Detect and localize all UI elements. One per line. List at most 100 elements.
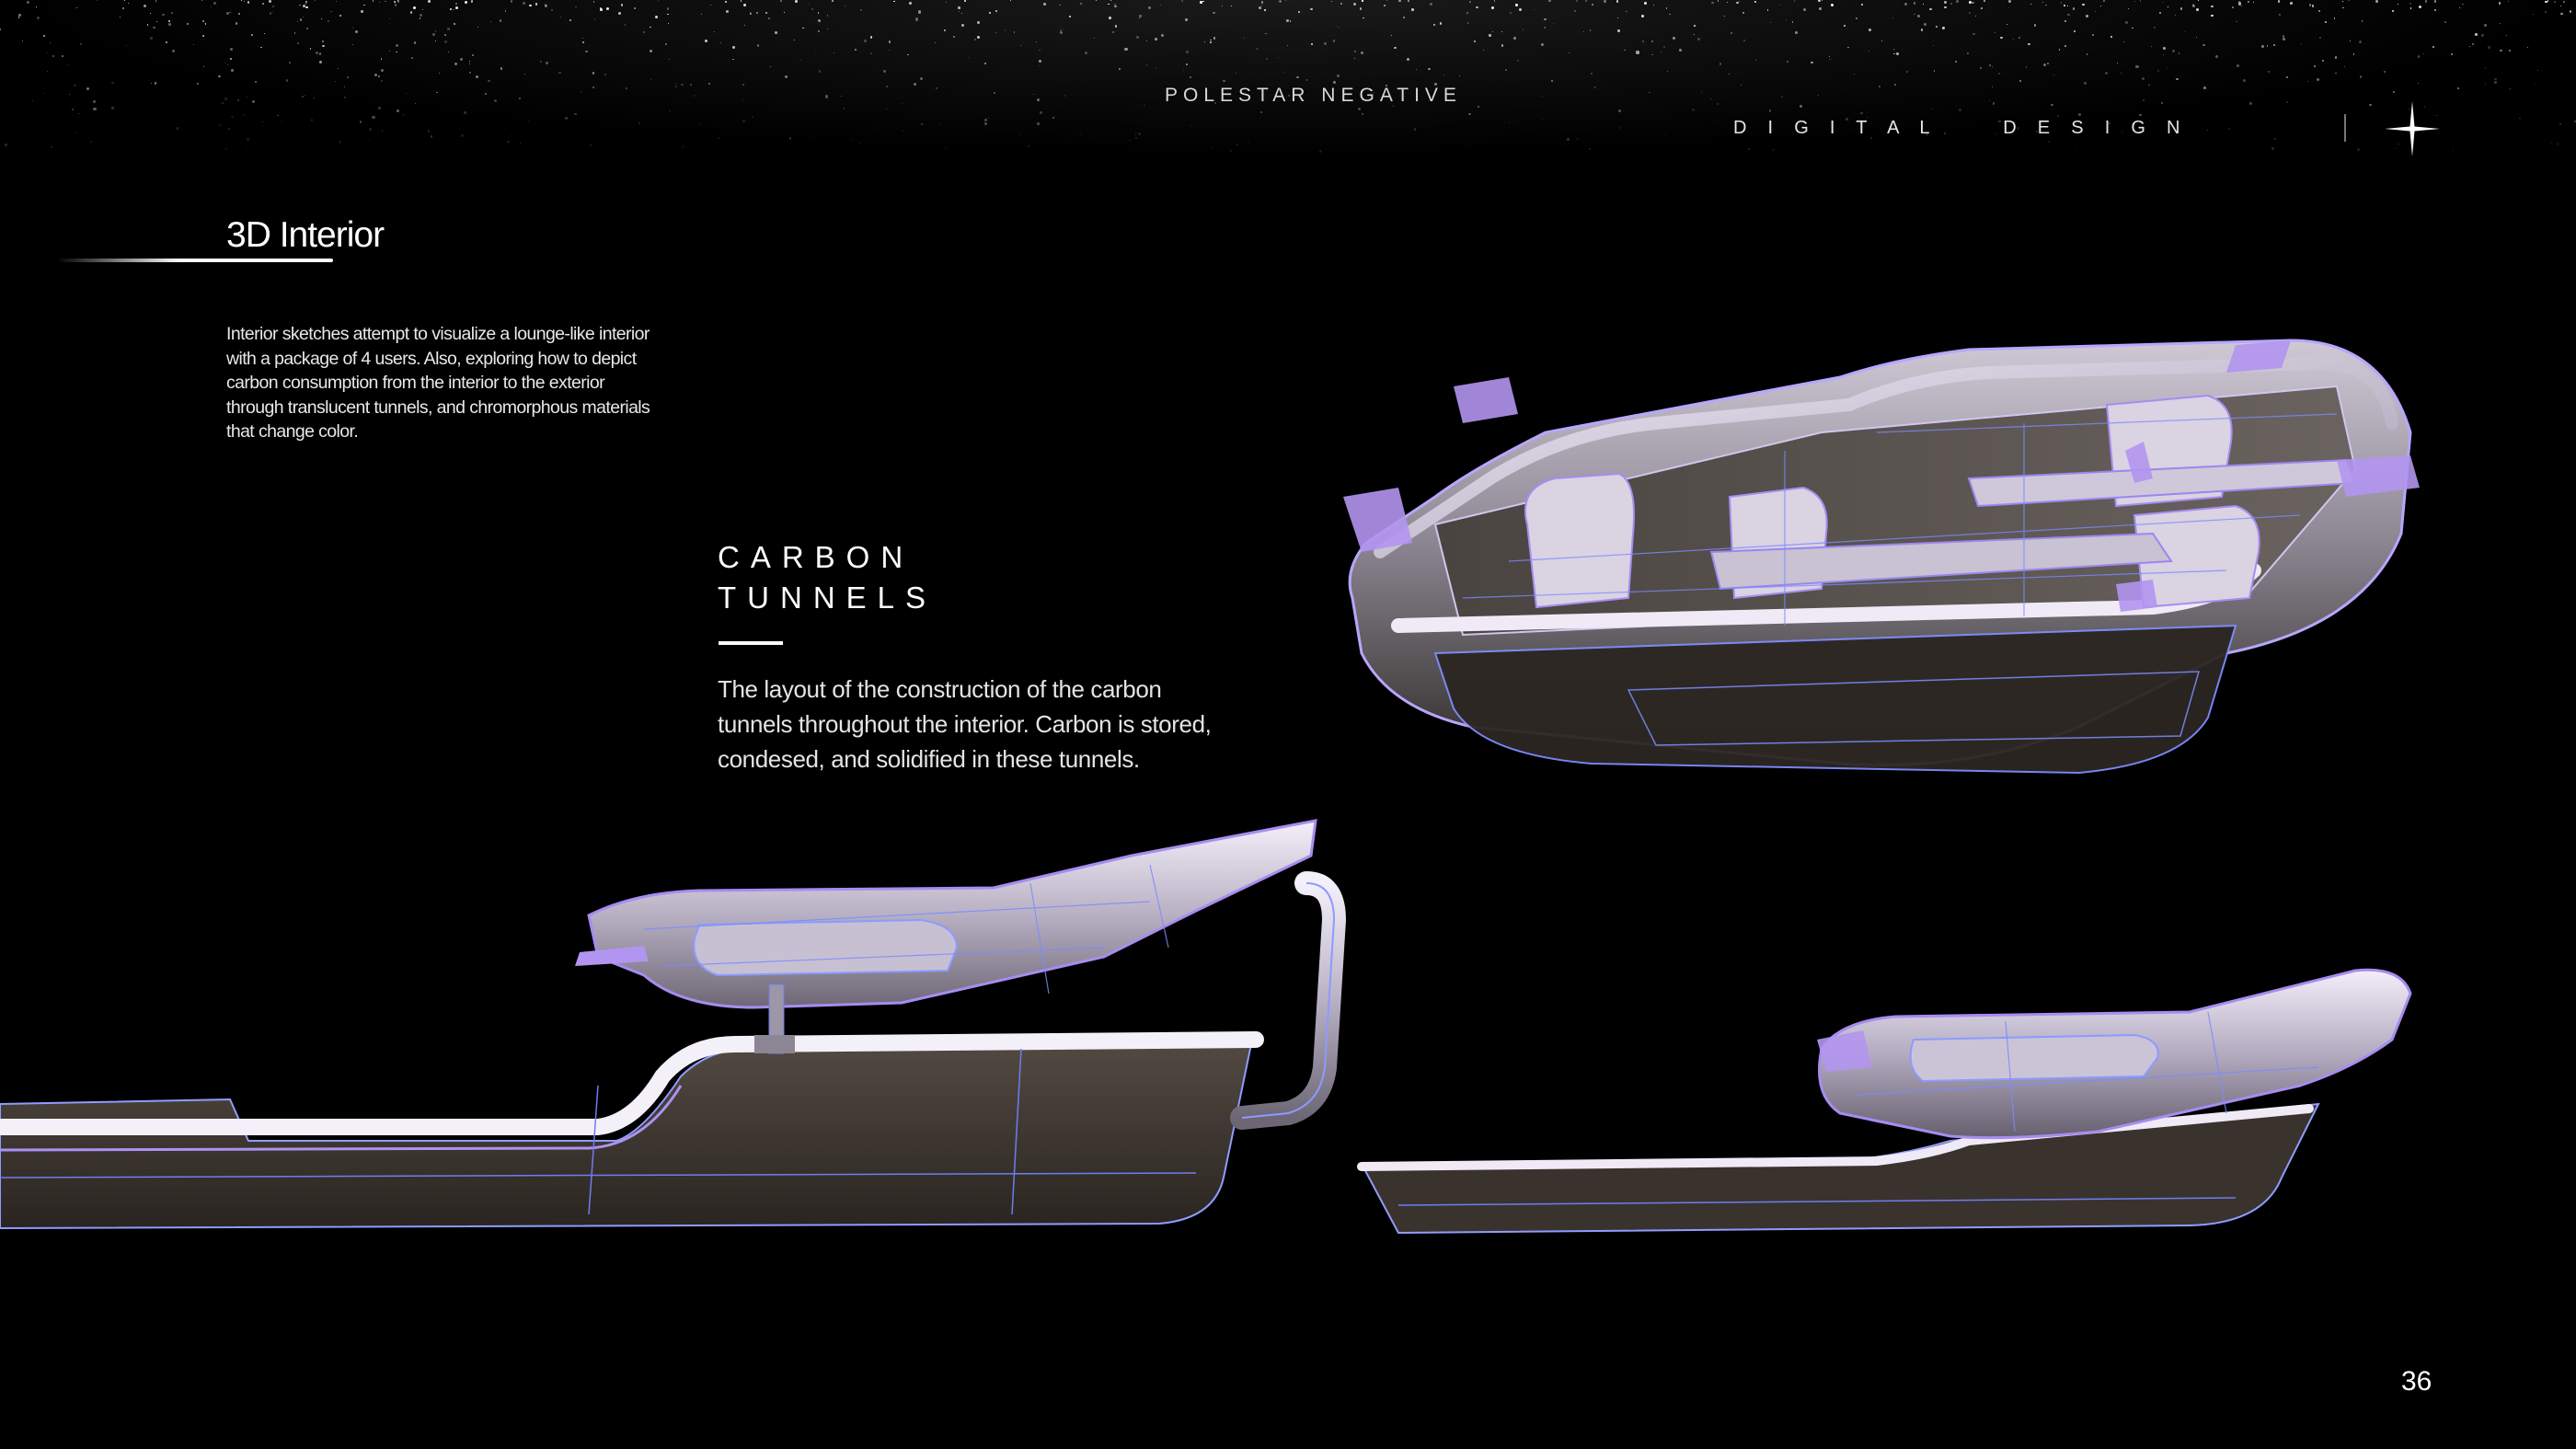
star-particle — [1920, 29, 1923, 31]
star-particle — [2237, 2, 2241, 6]
star-particle — [1968, 1, 1972, 4]
star-particle — [2300, 43, 2302, 45]
star-particle — [2556, 143, 2559, 145]
star-particle — [1992, 102, 1995, 105]
star-particle — [2452, 149, 2455, 152]
star-particle — [918, 10, 922, 14]
star-particle — [1817, 95, 1820, 97]
star-particle — [779, 0, 782, 2]
star-particle — [1139, 14, 1143, 17]
star-particle — [369, 128, 372, 131]
star-particle — [732, 58, 735, 61]
star-particle — [1160, 4, 1162, 6]
star-particle — [470, 0, 474, 3]
star-particle — [1916, 14, 1920, 18]
star-particle — [963, 0, 966, 3]
star-particle — [2375, 0, 2379, 4]
star-particle — [224, 98, 228, 101]
starfield-header — [0, 0, 2576, 156]
star-particle — [1203, 40, 1205, 42]
star-particle — [920, 122, 923, 126]
star-particle — [1514, 119, 1517, 121]
star-particle — [1534, 8, 1535, 10]
star-particle — [574, 112, 577, 116]
star-particle — [649, 26, 651, 29]
star-particle — [943, 29, 946, 32]
star-particle — [976, 20, 980, 24]
star-particle — [907, 53, 909, 56]
star-particle — [453, 23, 456, 26]
star-particle — [1943, 132, 1946, 134]
star-particle — [2417, 55, 2421, 58]
star-particle — [539, 60, 542, 63]
star-particle — [2133, 1, 2135, 3]
star-particle — [2018, 36, 2021, 39]
star-particle — [322, 44, 325, 48]
star-particle — [2391, 9, 2395, 13]
star-particle — [559, 16, 562, 18]
star-particle — [2369, 103, 2372, 107]
star-particle — [2509, 87, 2512, 89]
star-particle — [2000, 37, 2003, 40]
star-particle — [1043, 3, 1047, 6]
star-particle — [1070, 138, 1073, 140]
star-particle — [2342, 6, 2344, 9]
star-particle — [1501, 44, 1504, 47]
star-particle — [2066, 13, 2070, 17]
star-particle — [2357, 148, 2360, 151]
star-particle — [1742, 39, 1745, 41]
star-particle — [1394, 47, 1397, 50]
star-particle — [1992, 86, 1994, 87]
star-particle — [783, 12, 786, 14]
star-particle — [2505, 34, 2507, 36]
star-particle — [1949, 2, 1952, 5]
star-particle — [2334, 72, 2337, 75]
star-particle — [397, 0, 398, 2]
star-particle — [2028, 42, 2030, 46]
star-particle — [1145, 40, 1147, 41]
star-particle — [1543, 17, 1547, 21]
star-particle — [2282, 37, 2285, 40]
star-particle — [2163, 47, 2166, 51]
star-particle — [945, 146, 948, 149]
star-particle — [1829, 59, 1831, 61]
star-particle — [864, 40, 867, 42]
star-particle — [1542, 119, 1544, 121]
star-particle — [320, 144, 322, 146]
star-particle — [2012, 38, 2014, 40]
star-particle — [201, 0, 202, 2]
star-particle — [443, 34, 446, 37]
star-particle — [1296, 75, 1300, 79]
star-particle — [1248, 142, 1249, 143]
star-particle — [305, 3, 307, 5]
star-particle — [361, 10, 363, 13]
star-particle — [222, 122, 224, 124]
star-particle — [318, 60, 323, 63]
star-particle — [633, 7, 636, 10]
star-particle — [1892, 17, 1894, 18]
star-particle — [1391, 105, 1395, 108]
star-particle — [225, 12, 229, 15]
star-particle — [412, 6, 416, 9]
star-particle — [2451, 52, 2454, 56]
star-particle — [395, 44, 398, 48]
star-particle — [818, 70, 822, 73]
star-particle — [938, 122, 941, 125]
star-particle — [1088, 137, 1090, 139]
star-particle — [489, 21, 491, 22]
star-particle — [832, 0, 834, 3]
star-particle — [2161, 2, 2163, 3]
star-particle — [1618, 127, 1621, 129]
star-particle — [993, 91, 996, 95]
star-particle — [2094, 10, 2097, 13]
star-particle — [2025, 66, 2027, 68]
star-particle — [146, 24, 149, 26]
star-particle — [2498, 2, 2501, 5]
star-particle — [1161, 34, 1164, 38]
star-particle — [1332, 40, 1335, 42]
star-particle — [1988, 63, 1991, 66]
star-particle — [1359, 7, 1363, 10]
star-particle — [1692, 109, 1696, 111]
star-particle — [2494, 81, 2497, 84]
star-particle — [472, 54, 474, 56]
